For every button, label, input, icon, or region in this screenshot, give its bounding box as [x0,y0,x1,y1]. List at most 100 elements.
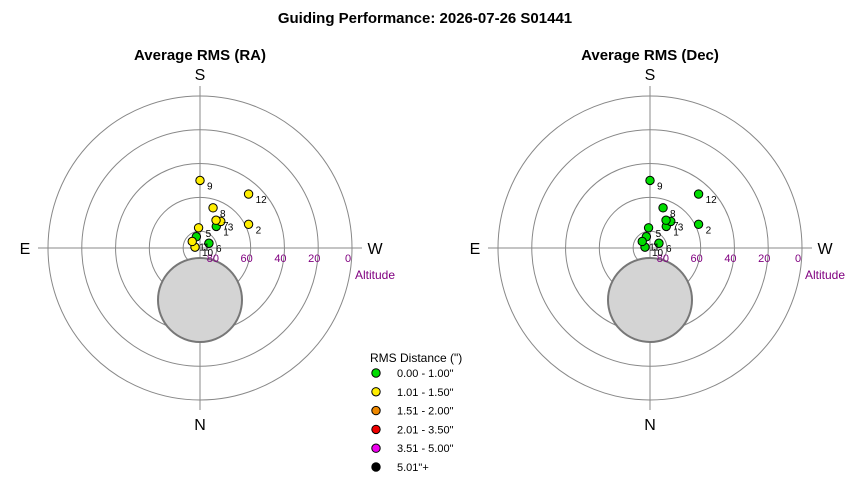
compass-west-label: W [817,241,833,258]
data-point[interactable]: 7 [661,215,679,232]
altitude-tick-label: 0 [345,253,351,265]
data-point[interactable]: 2 [693,219,712,236]
point-label: 5 [656,229,662,240]
data-point[interactable]: 12 [243,189,268,206]
point-label: 8 [670,209,676,220]
legend-label: 1.51 - 2.00" [397,406,454,418]
point-label: 7 [223,221,229,232]
legend-item: 2.01 - 3.50" [371,424,454,436]
point-marker [211,215,221,225]
point-label: 8 [220,209,226,220]
point-label: 1 [223,227,229,238]
data-point[interactable]: 7 [211,215,229,232]
legend-item: 1.01 - 1.50" [371,387,454,399]
legend-swatch [371,387,381,397]
point-label: 3 [228,222,234,233]
altitude-tick-label: 80 [657,253,669,265]
legend-swatch [371,368,381,378]
point-marker [693,219,704,230]
altitude-tick-label: 80 [207,253,219,265]
legend-swatch [371,462,381,472]
altitude-tick-label: 40 [274,253,286,265]
point-marker [193,223,204,233]
point-label: 6 [666,244,672,255]
legend: RMS Distance (") 0.00 - 1.00" 1.01 - 1.50"… [370,351,462,474]
data-point[interactable]: 8 [658,203,676,220]
altitude-tick-label: 20 [758,253,770,265]
legend-item: 0.00 - 1.00" [371,368,454,380]
point-label: 10 [202,248,214,259]
point-label: 11 [199,242,210,253]
data-point[interactable]: 12 [693,189,718,206]
point-label: 1 [673,227,679,238]
legend-title: RMS Distance (") [370,351,462,365]
point-label: 7 [673,221,679,232]
compass-west-label: W [367,241,383,258]
point-label: 10 [652,248,664,259]
chart-title: Average RMS (RA) [134,47,266,64]
data-point[interactable]: 11 [187,236,210,253]
point-label: 5 [206,229,212,240]
compass-north-label: N [644,417,656,434]
obstruction-disk [157,257,243,343]
point-label: 2 [706,225,712,236]
point-marker [208,203,218,213]
point-label: 2 [256,225,262,236]
legend-label: 5.01"+ [397,462,429,474]
altitude-axis-label: Altitude [355,268,395,282]
obstruction-disk [607,257,693,343]
data-point[interactable]: 6 [204,238,222,255]
compass-north-label: N [194,417,206,434]
point-marker [654,238,664,248]
legend-item: 1.51 - 2.00" [371,405,454,418]
point-marker [243,189,254,199]
point-label: 12 [706,195,718,206]
altitude-tick-label: 60 [241,253,253,265]
point-marker [187,236,197,247]
point-marker [637,236,647,247]
data-point[interactable]: 9 [645,175,663,192]
data-point[interactable]: 8 [208,203,226,220]
legend-item: 3.51 - 5.00" [371,443,454,455]
compass-south-label: S [195,67,206,84]
point-label: 9 [207,181,213,192]
data-point[interactable]: 2 [243,219,262,236]
legend-label: 3.51 - 5.00" [397,443,454,455]
point-marker [645,175,655,186]
point-label: 9 [657,181,663,192]
figure-title: Guiding Performance: 2026-07-26 S01441 [278,10,572,27]
data-point[interactable]: 11 [637,236,660,253]
legend-swatch [371,424,381,435]
point-marker [643,223,654,233]
altitude-axis-label: Altitude [805,268,845,282]
point-marker [243,219,254,230]
legend-label: 2.01 - 3.50" [397,424,454,436]
point-marker [661,215,671,225]
point-marker [658,203,668,213]
point-label: 6 [216,244,222,255]
data-point[interactable]: 6 [654,238,672,255]
altitude-tick-label: 20 [308,253,320,265]
altitude-tick-label: 40 [724,253,736,265]
legend-item: 5.01"+ [371,462,429,474]
point-label: 11 [649,242,660,253]
compass-east-label: E [470,241,481,258]
data-point[interactable]: 5 [193,223,212,240]
compass-south-label: S [645,67,656,84]
data-point[interactable]: 5 [643,223,662,240]
point-label: 12 [256,195,268,206]
legend-swatch [371,443,381,453]
point-marker [195,175,205,186]
legend-swatch [371,405,381,416]
point-label: 3 [678,222,684,233]
altitude-tick-label: 0 [795,253,801,265]
compass-east-label: E [20,241,31,258]
data-point[interactable]: 9 [195,175,213,192]
point-marker [204,238,214,248]
altitude-tick-label: 60 [691,253,703,265]
point-marker [693,189,704,199]
